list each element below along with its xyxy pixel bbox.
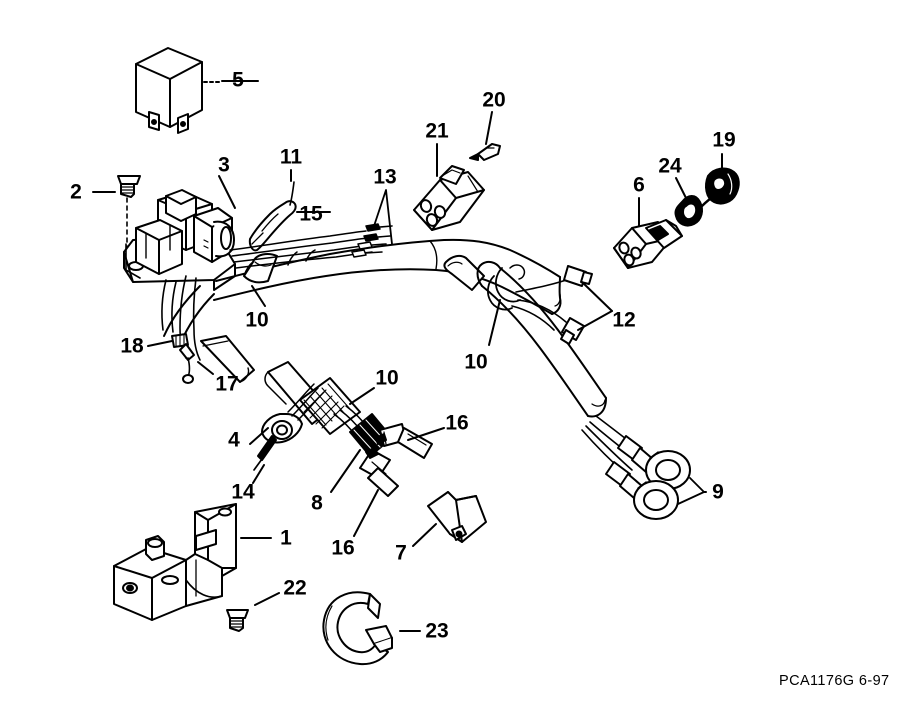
callout-23: 23 [425,619,449,643]
part-pin-20 [469,143,501,161]
callout-16-lower: 16 [331,536,355,560]
callout-1: 1 [280,526,292,550]
callout-18: 18 [120,334,144,358]
callout-5: 5 [232,68,244,92]
callout-2: 2 [70,180,82,204]
part-bracket-1 [113,503,237,621]
part-wire-bundle-13 [229,223,393,269]
callout-10-center: 10 [375,366,399,390]
part-lower-left-wires [161,275,255,384]
callout-8: 8 [311,491,323,515]
part-right-harness [443,254,691,520]
callout-15: 15 [299,202,323,226]
callout-3: 3 [218,153,230,177]
callout-22: 22 [283,576,307,600]
callout-12: 12 [612,308,636,332]
callout-10-right: 10 [464,350,488,374]
callout-21: 21 [425,119,449,143]
callout-20: 20 [482,88,506,112]
part-boot-15 [248,181,297,252]
part-grommet-24 [674,195,703,227]
part-connector-7 [427,491,487,543]
part-clamp-23 [322,591,393,666]
callout-4: 4 [228,428,240,452]
callout-9: 9 [712,480,724,504]
part-connector-21 [413,165,485,231]
callout-24: 24 [658,154,682,178]
part-screw-2 [117,175,141,251]
callout-10-left: 10 [245,308,269,332]
drawing-reference-code: PCA1176G 6-97 [779,673,890,689]
part-center-cable [253,361,433,497]
callout-11: 11 [279,145,303,169]
callout-7: 7 [395,541,407,565]
callout-14: 14 [231,480,255,504]
part-main-harness [163,238,562,345]
part-relay-block-3 [123,189,236,291]
part-connector-6 [613,219,683,269]
part-clip-19 [700,167,740,208]
callout-17: 17 [215,372,239,396]
callout-13: 13 [373,165,397,189]
part-relay-5 [135,47,223,134]
callout-19: 19 [712,128,736,152]
callout-16-upper: 16 [445,411,469,435]
callout-6: 6 [633,173,645,197]
part-screw-22 [226,609,249,632]
